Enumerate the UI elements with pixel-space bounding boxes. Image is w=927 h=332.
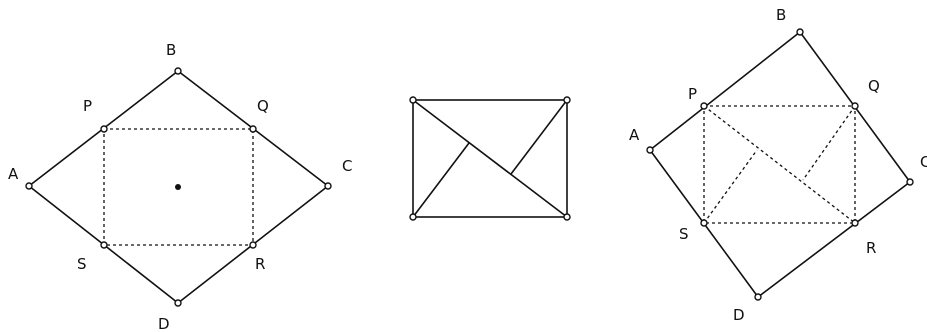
label-s: S bbox=[77, 255, 87, 273]
label-c: C bbox=[920, 153, 927, 171]
vertex-s-marker bbox=[700, 219, 708, 227]
vertex-b-marker bbox=[796, 28, 804, 36]
label-d: D bbox=[733, 306, 745, 324]
vertex-c-marker bbox=[906, 178, 914, 186]
corner-bottom-left-marker bbox=[409, 213, 417, 221]
vertex-d-marker bbox=[754, 293, 762, 301]
perpendicular-q-dashed bbox=[802, 105, 856, 181]
diagonal-pr-dashed bbox=[703, 105, 856, 224]
perpendicular-lower-left bbox=[412, 142, 470, 218]
perpendicular-upper-right bbox=[510, 99, 568, 175]
vertex-q-marker bbox=[851, 102, 859, 110]
label-a: A bbox=[8, 165, 19, 183]
vertex-r-marker bbox=[249, 241, 257, 249]
corner-top-right-marker bbox=[563, 96, 571, 104]
corner-top-left-marker bbox=[409, 96, 417, 104]
label-p: P bbox=[83, 97, 92, 115]
vertex-a-marker bbox=[25, 182, 33, 190]
square-abcd-outline bbox=[648, 30, 912, 299]
perpendicular-s-dashed bbox=[703, 149, 758, 224]
label-d: D bbox=[158, 315, 170, 332]
vertex-d-marker bbox=[174, 299, 182, 307]
rectangle-diagonal bbox=[412, 99, 568, 218]
label-p: P bbox=[688, 85, 697, 103]
label-c: C bbox=[342, 157, 352, 175]
label-q: Q bbox=[868, 77, 880, 95]
label-q: Q bbox=[257, 97, 269, 115]
corner-bottom-right-marker bbox=[563, 213, 571, 221]
vertex-p-marker bbox=[100, 125, 108, 133]
label-b: B bbox=[776, 6, 786, 24]
vertex-p-marker bbox=[700, 102, 708, 110]
vertex-c-marker bbox=[324, 182, 332, 190]
rectangle-pqrs-dashed bbox=[703, 105, 856, 224]
figure-2-rectangle bbox=[409, 96, 571, 221]
rectangle-outline bbox=[412, 99, 568, 218]
vertex-a-marker bbox=[646, 146, 654, 154]
label-a: A bbox=[629, 126, 640, 144]
label-r: R bbox=[255, 255, 265, 273]
label-r: R bbox=[866, 239, 876, 257]
vertex-r-marker bbox=[851, 219, 859, 227]
figure-1-rhombus: A B C D P Q R S bbox=[8, 41, 352, 332]
vertex-s-marker bbox=[100, 241, 108, 249]
label-s: S bbox=[679, 225, 689, 243]
vertex-b-marker bbox=[174, 67, 182, 75]
center-point bbox=[175, 184, 181, 190]
label-b: B bbox=[166, 41, 176, 59]
figure-3-tilted-square: A B C D P Q R S bbox=[629, 6, 927, 324]
vertex-q-marker bbox=[249, 125, 257, 133]
